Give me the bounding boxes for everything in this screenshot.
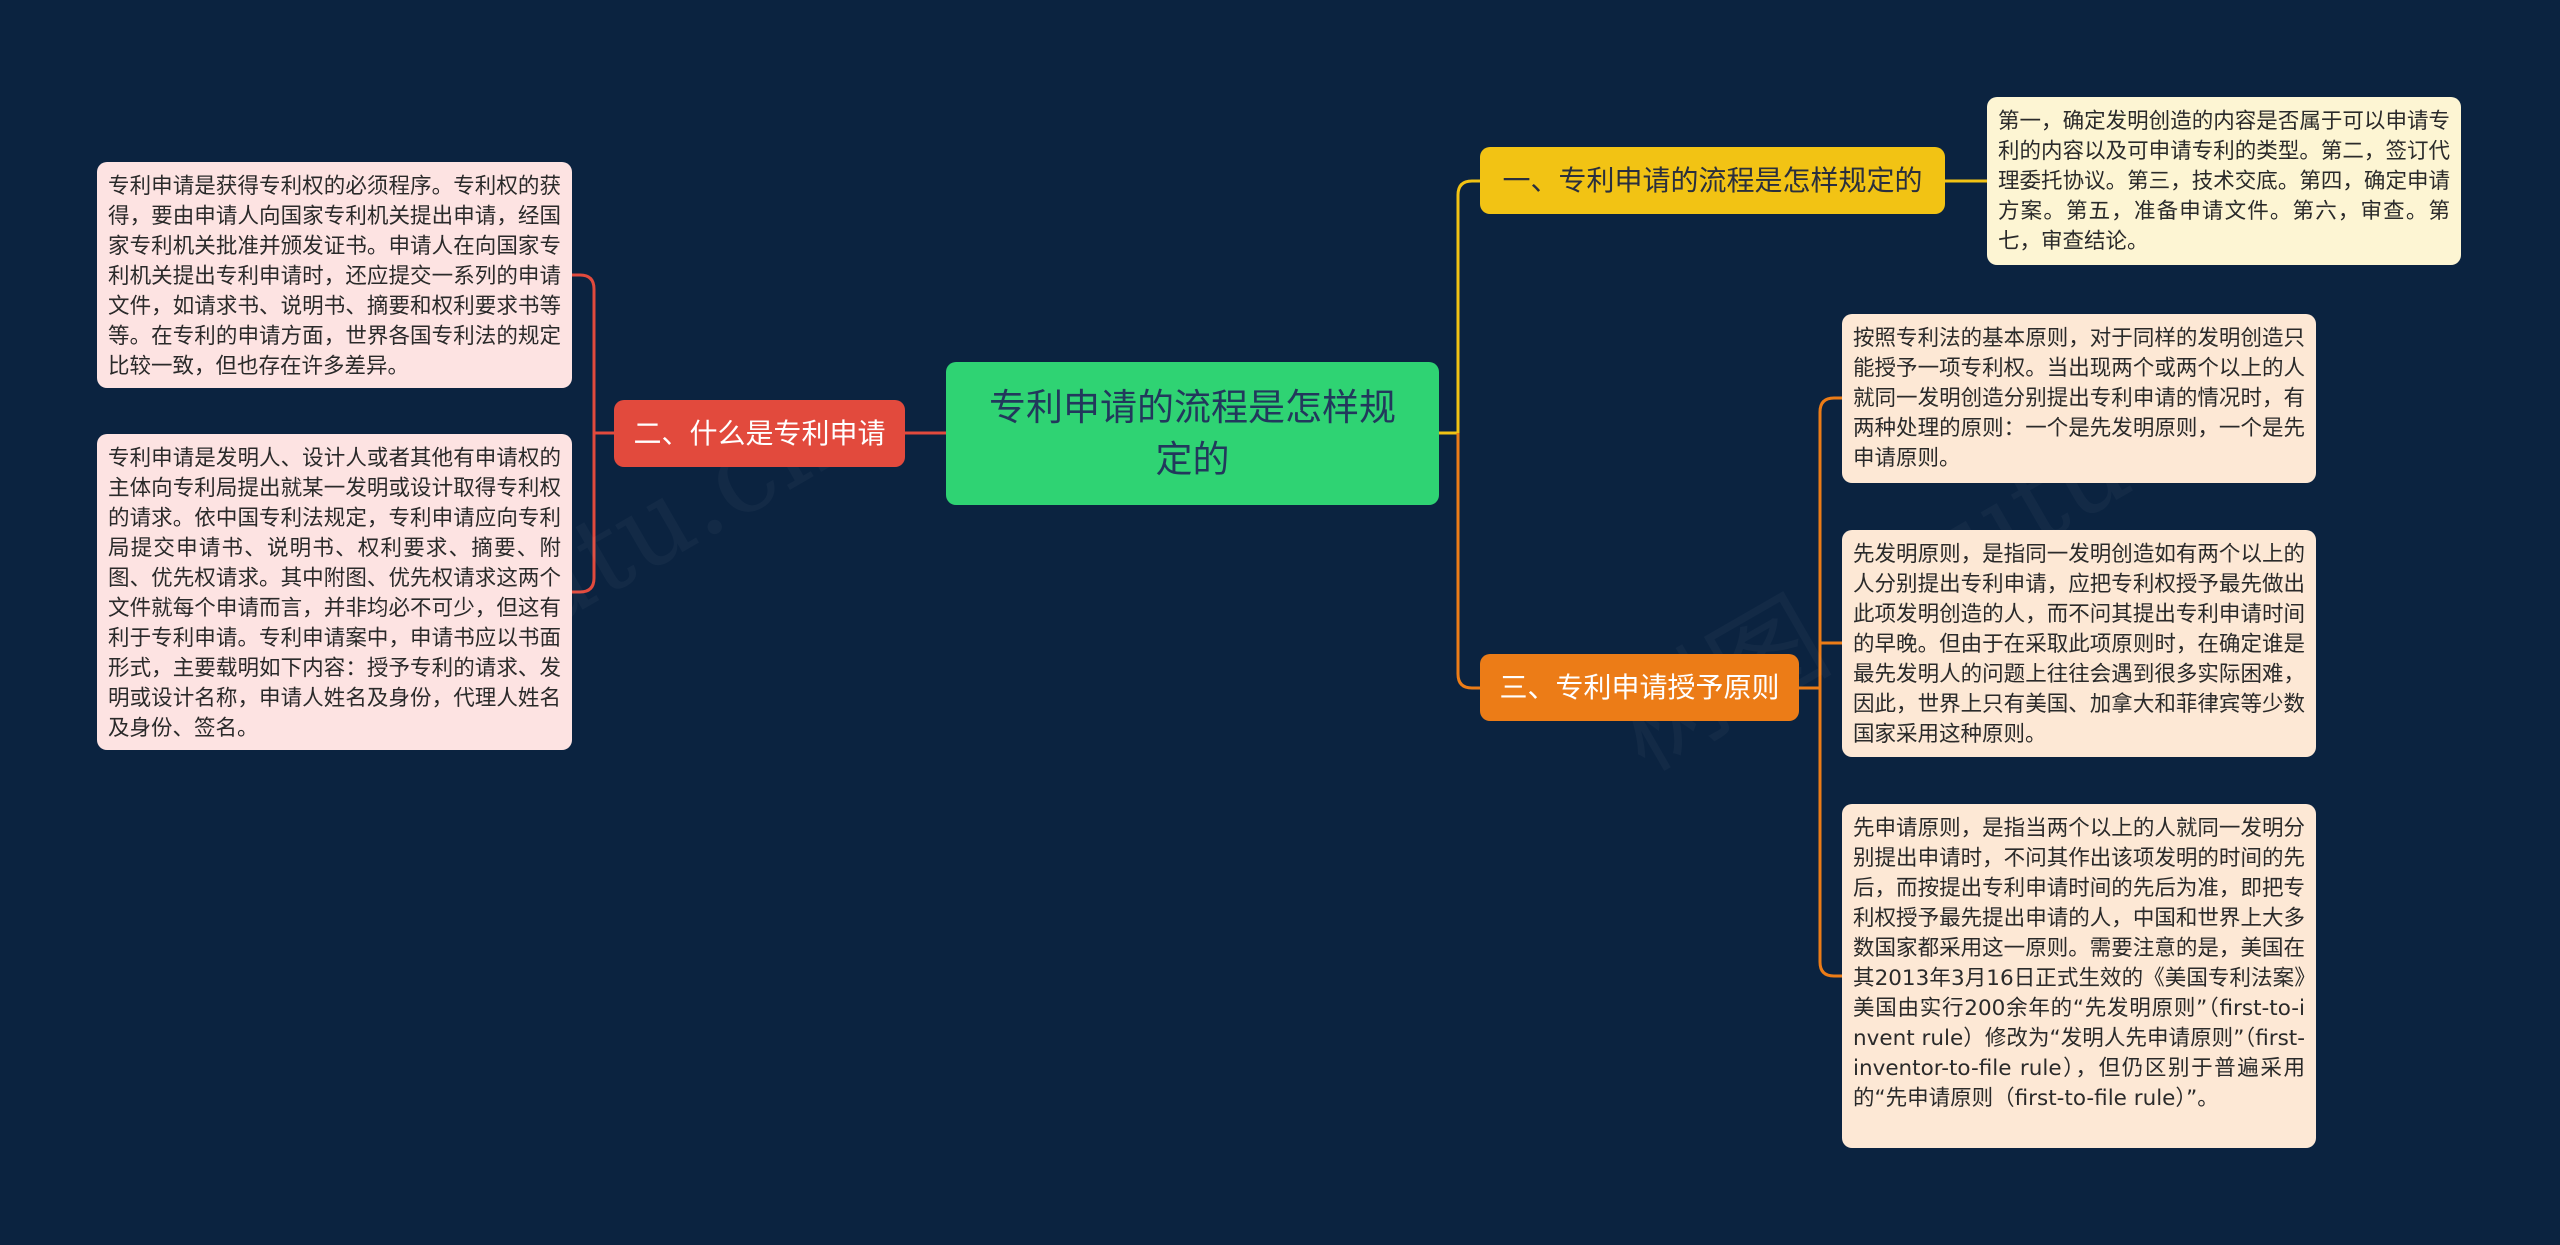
leaf-text: 先发明原则，是指同一发明创造如有两个以上的人分别提出专利申请，应把专利权授予最先… (1853, 542, 2305, 747)
branch-1-label: 一、专利申请的流程是怎样规定的 (1502, 163, 1923, 197)
leaf-node-3-2[interactable]: 先发明原则，是指同一发明创造如有两个以上的人分别提出专利申请，应把专利权授予最先… (1842, 530, 2316, 757)
connector-branch-2-leaves (572, 273, 614, 594)
leaf-node-3-3[interactable]: 先申请原则，是指当两个以上的人就同一发明分别提出申请时，不问其作出该项发明的时间… (1842, 804, 2316, 1148)
connector-root-branch-1 (1439, 179, 1480, 435)
leaf-node-1-1[interactable]: 第一，确定发明创造的内容是否属于可以申请专利的内容以及可申请专利的类型。第二，签… (1987, 97, 2461, 265)
root-node[interactable]: 专利申请的流程是怎样规定的 (946, 362, 1439, 505)
leaf-node-2-2[interactable]: 专利申请是发明人、设计人或者其他有申请权的主体向专利局提出就某一发明或设计取得专… (97, 434, 572, 750)
connector-branch-3-leaves (1799, 396, 1842, 978)
leaf-node-2-1[interactable]: 专利申请是获得专利权的必须程序。专利权的获得，要由申请人向国家专利机关提出申请，… (97, 162, 572, 388)
connector-root-branch-3 (1456, 433, 1480, 690)
branch-2-label: 二、什么是专利申请 (633, 416, 886, 450)
branch-3-label: 三、专利申请授予原则 (1499, 670, 1780, 704)
leaf-text: 专利申请是发明人、设计人或者其他有申请权的主体向专利局提出就某一发明或设计取得专… (108, 446, 561, 741)
leaf-text: 第一，确定发明创造的内容是否属于可以申请专利的内容以及可申请专利的类型。第二，签… (1998, 109, 2450, 254)
branch-node-3[interactable]: 三、专利申请授予原则 (1480, 654, 1799, 721)
leaf-node-3-1[interactable]: 按照专利法的基本原则，对于同样的发明创造只能授予一项专利权。当出现两个或两个以上… (1842, 314, 2316, 483)
root-title: 专利申请的流程是怎样规定的 (989, 385, 1396, 481)
branch-node-1[interactable]: 一、专利申请的流程是怎样规定的 (1480, 147, 1945, 214)
leaf-text: 按照专利法的基本原则，对于同样的发明创造只能授予一项专利权。当出现两个或两个以上… (1853, 326, 2305, 471)
branch-node-2[interactable]: 二、什么是专利申请 (614, 400, 905, 467)
leaf-text: 专利申请是获得专利权的必须程序。专利权的获得，要由申请人向国家专利机关提出申请，… (108, 174, 561, 379)
leaf-text: 先申请原则，是指当两个以上的人就同一发明分别提出申请时，不问其作出该项发明的时间… (1853, 816, 2305, 1111)
